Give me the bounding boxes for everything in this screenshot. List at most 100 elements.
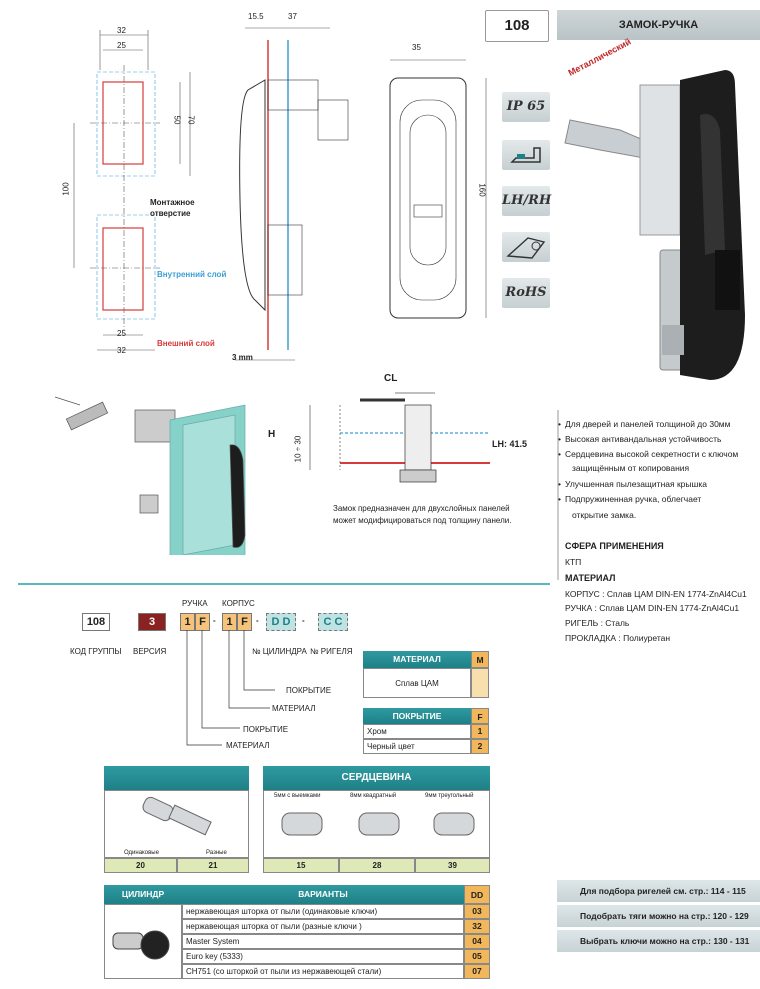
core-code: 15 bbox=[263, 858, 339, 873]
rohs-icon: RoHS bbox=[502, 278, 550, 308]
section-view bbox=[309, 392, 490, 483]
leader-label: ПОКРЫТИЕ bbox=[286, 686, 332, 695]
dim-label: 32 bbox=[117, 26, 126, 35]
coating-code: F bbox=[471, 708, 489, 724]
version-caption: ВЕРСИЯ bbox=[133, 647, 167, 656]
feature-item: Для дверей и панелей толщиной до 30мм bbox=[558, 418, 730, 430]
material-code: M bbox=[471, 651, 489, 668]
product-image bbox=[564, 70, 745, 380]
version-box: 3 bbox=[138, 613, 166, 631]
keys-caption: Разные bbox=[206, 850, 227, 856]
separator: - bbox=[213, 616, 216, 625]
dim-label: 160 bbox=[477, 183, 487, 197]
feature-item-cont: открытие замка. bbox=[572, 510, 637, 520]
cylinder-row-code: 32 bbox=[464, 919, 490, 934]
keys-code: 20 bbox=[104, 858, 177, 873]
dimension-drawing bbox=[73, 27, 487, 361]
dim-label: 32 bbox=[117, 346, 126, 355]
material-title: МАТЕРИАЛ bbox=[565, 573, 616, 583]
title-bar bbox=[557, 10, 760, 40]
body-material-box: 1 bbox=[222, 613, 237, 631]
application-value: КТП bbox=[565, 557, 582, 567]
panel-mount-icon bbox=[502, 140, 550, 170]
ref-bar bbox=[557, 880, 760, 902]
keys-code: 21 bbox=[177, 858, 249, 873]
body-caption: КОРПУС bbox=[222, 599, 255, 608]
feature-item-cont: защищённым от копирования bbox=[572, 463, 690, 473]
material-line: КОРПУС : Сплав ЦАМ DIN-EN 1774-ZnAl4Cu1 bbox=[565, 589, 747, 599]
handle-coating-box: F bbox=[195, 613, 210, 631]
cylinder-row: нержавеющая шторка от пыли (разные ключи… bbox=[182, 919, 464, 934]
cylinder-row: CH751 (со шторкой от пыли из нержавеющей… bbox=[182, 964, 464, 979]
cylinder-table-header: ЦИЛИНДР bbox=[104, 885, 182, 904]
dim-label: 3 mm bbox=[232, 353, 253, 362]
cylinder-row: Euro key (5333) bbox=[182, 949, 464, 964]
bolt-caption: № РИГЕЛЯ bbox=[310, 647, 353, 656]
cylinder-row-code: 04 bbox=[464, 934, 490, 949]
core-caption: 9мм треугольный bbox=[425, 793, 474, 799]
core-caption: 5мм с выемками bbox=[274, 793, 321, 799]
application-title: СФЕРА ПРИМЕНЕНИЯ bbox=[565, 541, 664, 551]
material-table-header: МАТЕРИАЛ bbox=[363, 651, 471, 668]
dim-label: 37 bbox=[288, 12, 297, 21]
bolt-code-box: C C bbox=[318, 613, 348, 631]
code-leader-lines bbox=[186, 630, 275, 746]
variants-header: ВАРИАНТЫ bbox=[182, 885, 464, 904]
cylinder-row: Master System bbox=[182, 934, 464, 949]
dim-label: 35 bbox=[412, 43, 421, 52]
cylinder-image-cell bbox=[104, 904, 182, 979]
handle-material-box: 1 bbox=[180, 613, 195, 631]
material-value: Сплав ЦАМ bbox=[363, 668, 471, 698]
coating-row-code: 1 bbox=[471, 724, 489, 739]
dim-label: 15.5 bbox=[248, 12, 264, 21]
material-line: ПРОКЛАДКА : Полиуретан bbox=[565, 633, 671, 643]
core-image-cell bbox=[263, 790, 490, 858]
core-table-header: СЕРДЦЕВИНА bbox=[263, 766, 490, 790]
feature-item: Подпружиненная ручка, облегчает bbox=[558, 493, 701, 505]
coating-row-code: 2 bbox=[471, 739, 489, 754]
ref-link-keys[interactable]: Выбрать ключи можно на стр.: 130 - 131 bbox=[580, 936, 750, 946]
mount-hole-label: Монтажное отверстие bbox=[150, 198, 195, 218]
core-caption: 8мм квадратный bbox=[350, 793, 397, 799]
cylinder-row-code: 07 bbox=[464, 964, 490, 979]
dim-label: 50 bbox=[172, 115, 182, 125]
separator: - bbox=[256, 616, 259, 625]
ref-link-rods[interactable]: Подобрать тяги можно на стр.: 120 - 129 bbox=[580, 911, 749, 921]
cylinder-code-header: DD bbox=[464, 885, 490, 904]
lh-label: LH: 41.5 bbox=[492, 439, 528, 449]
dim-label: 100 bbox=[61, 182, 71, 196]
keys-image-cell bbox=[104, 790, 249, 858]
core-code: 28 bbox=[339, 858, 415, 873]
ref-link-bolts[interactable]: Для подбора ригелей см. стр.: 114 - 115 bbox=[580, 886, 746, 896]
feature-item: Сердцевина высокой секретности с ключом bbox=[558, 448, 738, 460]
material-line: РУЧКА : Сплав ЦАМ DIN-EN 1774-ZnAl4Cu1 bbox=[565, 603, 740, 613]
core-code: 39 bbox=[415, 858, 490, 873]
keys-caption: Одинаковые bbox=[124, 850, 159, 856]
ref-bar bbox=[557, 905, 760, 927]
inner-layer-label: Внутренний слой bbox=[157, 270, 227, 279]
dim-label: 25 bbox=[117, 41, 126, 50]
material-code-cell bbox=[471, 668, 489, 698]
feature-item: Улучшенная пылезащитная крышка bbox=[558, 478, 707, 490]
cylinder-caption: № ЦИЛИНДРА bbox=[252, 647, 307, 656]
coating-row: Хром bbox=[363, 724, 471, 739]
coating-table-header: ПОКРЫТИЕ bbox=[363, 708, 471, 724]
dim-label: 70 bbox=[186, 115, 196, 125]
separator: - bbox=[302, 616, 305, 625]
note: может модифицироваться под толщину панел… bbox=[333, 516, 512, 525]
outer-layer-label: Внешний слой bbox=[157, 339, 215, 348]
coating-row: Черный цвет bbox=[363, 739, 471, 754]
ip65-icon: IP 65 bbox=[502, 92, 550, 122]
exploded-view bbox=[54, 396, 246, 555]
range-label: 10 ÷ 30 bbox=[293, 435, 303, 463]
handle-caption: РУЧКА bbox=[182, 599, 208, 608]
cylinder-row-code: 05 bbox=[464, 949, 490, 964]
ref-bar bbox=[557, 930, 760, 952]
cl-label: CL bbox=[384, 373, 398, 384]
feature-item: Высокая антивандальная устойчивость bbox=[558, 433, 721, 445]
leader-label: МАТЕРИАЛ bbox=[226, 741, 270, 750]
leader-label: ПОКРЫТИЕ bbox=[243, 725, 289, 734]
h-label: H bbox=[268, 429, 276, 440]
cylinder-code-box: D D bbox=[266, 613, 296, 631]
page-title: ЗАМОК-РУЧКА bbox=[618, 19, 699, 31]
